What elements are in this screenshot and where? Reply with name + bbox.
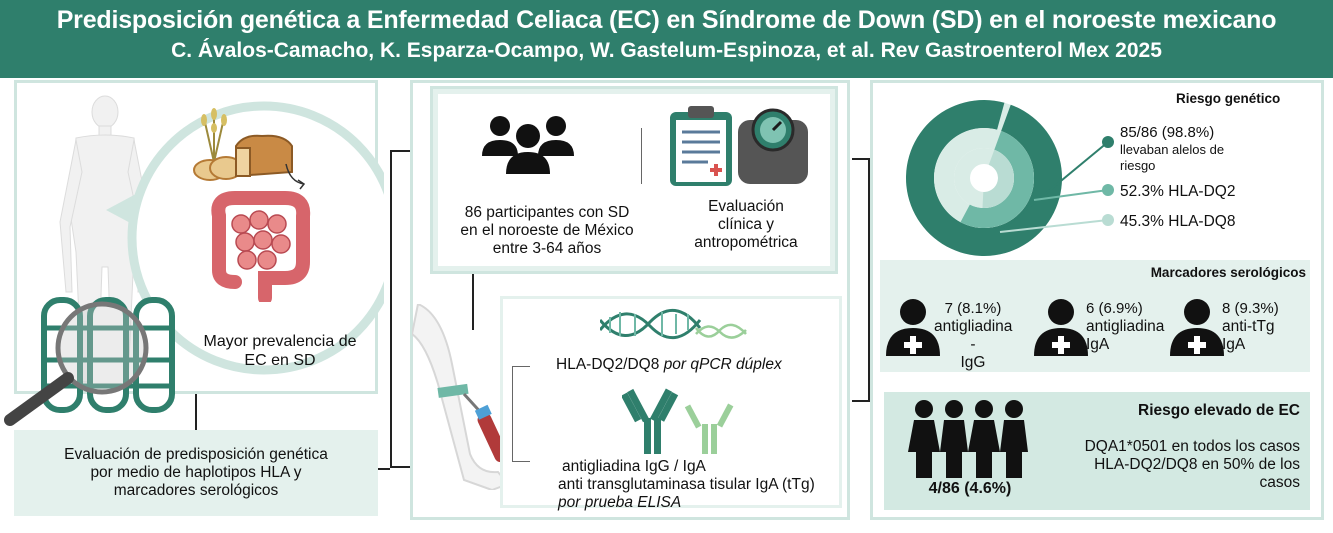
serology-item-1-label: antigliadina -	[934, 318, 1013, 353]
serology-item-3-class: IgA	[1222, 336, 1246, 353]
risk-item-1-line-3: riesgo	[1120, 158, 1156, 173]
risk-leader-1	[1003, 141, 1109, 229]
risk-dot-1	[1102, 136, 1114, 148]
hla-method-text: HLA-DQ2/DQ8 por qPCR dúplex	[556, 356, 840, 374]
serology-title: Marcadores serológicos	[1150, 265, 1306, 280]
serology-item-2: 6 (6.9%) antigliadina IgA	[1086, 300, 1166, 354]
high-risk-line-1: DQA1*0501 en todos los casos	[1084, 438, 1300, 455]
elisa-line-1: antigliadina IgG / IgA	[562, 458, 706, 475]
evaluation-box	[14, 430, 378, 516]
people-group-icon	[482, 116, 574, 174]
risk-item-3: 45.3% HLA-DQ8	[1120, 213, 1236, 230]
prevalence-text: Mayor prevalencia de EC en SD	[190, 332, 370, 370]
risk-ring-3	[982, 149, 1014, 208]
participants-text: 86 participantes con SD en el noroeste d…	[446, 204, 648, 258]
evaluation-line-3: marcadores serológicos	[113, 482, 279, 499]
serology-item-2-class: IgA	[1086, 336, 1110, 353]
risk-ring-1	[906, 100, 1062, 256]
participants-line-1: 86 participantes con SD	[464, 204, 630, 221]
patient-icon-2	[1034, 299, 1088, 356]
high-risk-line-2: HLA-DQ2/DQ8 en 50% de los	[1094, 456, 1300, 473]
family-group-icon	[908, 400, 1028, 478]
bracket-left-middle	[390, 150, 410, 468]
clinical-line-2: clínica y	[718, 216, 774, 233]
curved-arrow-icon	[285, 163, 306, 190]
page-title: Predisposición genética a Enfermedad Cel…	[56, 6, 1277, 34]
risk-item-1: 85/86 (98.8%) llevaban alelos de riesgo	[1120, 124, 1300, 174]
evaluation-text: Evaluación de predisposición genética po…	[14, 446, 378, 500]
dna-helix-icon	[600, 308, 747, 340]
clinical-text: Evaluación clínica y antropométrica	[664, 198, 828, 252]
risk-ring-2	[960, 131, 1034, 229]
serology-box	[880, 260, 1310, 372]
evaluation-line-1: Evaluación de predisposición genética	[64, 446, 328, 463]
serology-item-3-value: 8 (9.3%)	[1222, 300, 1279, 317]
clinical-line-3: antropométrica	[694, 234, 798, 251]
patient-icon-1	[886, 299, 940, 356]
elisa-text: antigliadina IgG / IgA anti transglutami…	[558, 458, 846, 512]
risk-dot-2	[1102, 184, 1114, 196]
antibody-icon	[622, 388, 734, 454]
serology-item-3: 8 (9.3%) anti-tTg IgA	[1222, 300, 1302, 354]
connector-line	[195, 394, 197, 430]
wheat-icon	[201, 108, 227, 163]
clinical-line-1: Evaluación	[708, 198, 784, 215]
high-risk-title: Riesgo elevado de EC	[1138, 402, 1300, 419]
middle-connector	[472, 274, 474, 330]
serology-item-1-value: 7 (8.1%)	[944, 300, 1002, 317]
serology-item-2-value: 6 (6.9%)	[1086, 300, 1143, 317]
weighing-scale-icon	[738, 108, 808, 184]
lab-bracket	[512, 366, 530, 462]
risk-item-1-line-2: llevaban alelos de	[1120, 142, 1225, 157]
bread-icon	[193, 134, 293, 181]
intestine-icon	[211, 191, 311, 302]
prevalence-line-2: EC en SD	[244, 352, 316, 369]
serology-item-2-label: antigliadina	[1086, 318, 1165, 335]
participants-line-3: entre 3-64 años	[492, 240, 602, 257]
risk-dot-3	[1102, 214, 1114, 226]
arm-blood-draw-icon	[412, 304, 510, 490]
high-risk-count: 4/86 (4.6%)	[928, 480, 1012, 497]
genetic-risk-chart	[906, 100, 1114, 256]
high-risk-text: DQA1*0501 en todos los casos HLA-DQ2/DQ8…	[1040, 438, 1300, 492]
hla-method-label: HLA-DQ2/DQ8	[556, 356, 660, 373]
bracket-stub	[378, 468, 390, 470]
high-risk-line-3: casos	[1259, 474, 1301, 491]
risk-leader-2	[1033, 189, 1109, 201]
risk-title: Riesgo genético	[1176, 91, 1281, 106]
participants-line-2: en el noroeste de México	[460, 222, 634, 239]
header-banner: Predisposición genética a Enfermedad Cel…	[0, 0, 1333, 78]
bracket-middle-right	[852, 158, 870, 402]
risk-item-1-line-1: 85/86 (98.8%)	[1120, 124, 1215, 141]
clipboard-icon	[670, 106, 732, 186]
patient-icon-3	[1170, 299, 1224, 356]
risk-item-2: 52.3% HLA-DQ2	[1120, 183, 1236, 200]
risk-ring-center	[974, 168, 994, 188]
hla-method-technique: por qPCR dúplex	[663, 356, 782, 373]
risk-leader-3	[999, 219, 1109, 233]
serology-item-1-class: IgG	[960, 354, 986, 371]
serology-item-3-label: anti-tTg	[1222, 318, 1275, 335]
serology-item-1: 7 (8.1%) antigliadina - IgG	[934, 300, 1012, 372]
elisa-line-2: anti transglutaminasa tisular IgA (tTg)	[558, 476, 815, 493]
chromosome-magnifier-icon	[4, 297, 175, 426]
prevalence-line-1: Mayor prevalencia de	[203, 333, 357, 350]
elisa-line-3: por prueba ELISA	[558, 494, 682, 511]
participants-divider	[641, 128, 642, 184]
evaluation-line-2: por medio de haplotipos HLA y	[90, 464, 302, 481]
authors-line: C. Ávalos-Camacho, K. Esparza-Ocampo, W.…	[171, 39, 1162, 62]
